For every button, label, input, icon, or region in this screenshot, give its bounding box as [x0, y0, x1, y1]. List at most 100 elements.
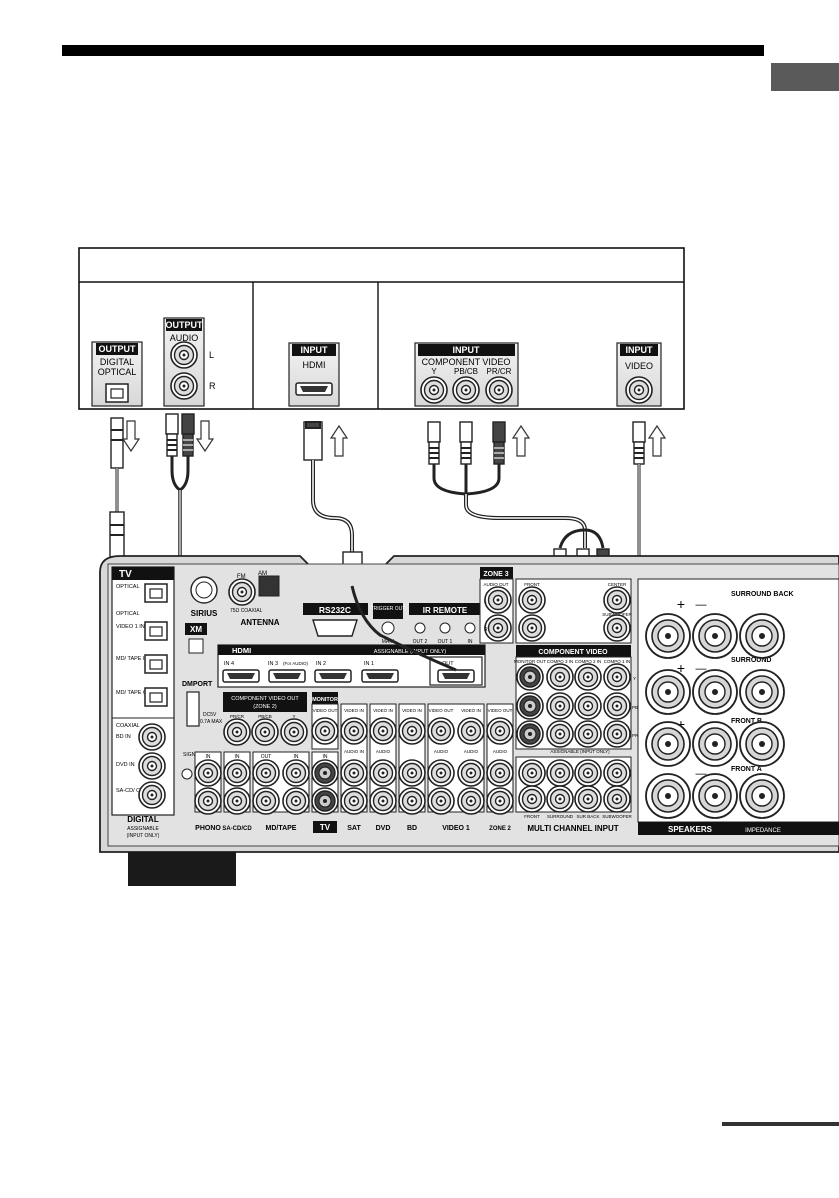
optical-port-icon: [105, 383, 129, 403]
speaker-terminal-icon: [692, 613, 738, 659]
mdtape-out: OUT: [261, 754, 272, 760]
receiver-video1-in-label: VIDEO 1 IN: [116, 624, 145, 630]
speaker-terminal-icon: [739, 613, 785, 659]
phono-label: PHONO: [195, 825, 221, 832]
rca-jack-icon: [457, 717, 485, 745]
tv-audio-header: OUTPUT: [166, 320, 204, 330]
rca-jack-icon: [516, 720, 544, 748]
dmport-label: DMPORT: [182, 681, 213, 688]
rca-jack-icon: [484, 586, 512, 614]
rca-jack-icon: [603, 586, 631, 614]
rca-jack-icon: [311, 717, 339, 745]
rca-jack-icon: [546, 663, 574, 691]
rca-jack-icon: [574, 720, 602, 748]
chapter-tab: [771, 63, 839, 91]
rca-jack-icon: [486, 759, 514, 787]
front-label: FRONT: [524, 582, 540, 587]
hdmi-assignable: ASSIGNABLE (INPUT ONLY): [374, 649, 447, 655]
rca-jack-icon: [398, 787, 426, 815]
hdmi-port-icon: [222, 669, 260, 683]
receiver-optical-label: OPTICAL: [116, 611, 140, 617]
coaxial-jack-icon: [138, 781, 166, 809]
fm-label: FM: [237, 574, 246, 580]
sp-surround-back: SURROUND BACK: [731, 591, 794, 598]
rca-jack-icon: [603, 692, 631, 720]
monitor-video-out: VIDEO OUT: [313, 708, 338, 713]
continued-marker: [722, 1122, 839, 1126]
video1-audio-out: AUDIO: [434, 749, 449, 754]
signal-arrows: [122, 420, 666, 457]
comp-out-pr: PR/CR: [230, 714, 245, 719]
sat-label: SAT: [347, 825, 361, 832]
tv-audio-r: R: [209, 381, 216, 391]
rca-jack-icon: [574, 759, 602, 787]
hdmi-title: HDMI: [232, 646, 251, 655]
rca-jack-icon: [194, 759, 222, 787]
tv-digital-line2: OPTICAL: [98, 367, 137, 377]
arrow-down-icon: [122, 420, 140, 452]
tv-video-label: VIDEO: [625, 361, 653, 371]
audio-r-jack-icon: [170, 372, 198, 400]
rca-jack-icon: [518, 785, 546, 813]
hdmi-port-icon: [268, 669, 306, 683]
rca-jack-icon: [252, 759, 280, 787]
sp-plus: +: [677, 716, 685, 732]
component-pr-jack-icon: [485, 376, 513, 404]
rca-jack-icon: [369, 759, 397, 787]
arrow-up-icon: [330, 425, 348, 457]
antenna-label: ANTENNA: [240, 618, 279, 627]
receiver-rear-panel: TV OPTICAL OPTICAL VIDEO 1 IN MD/ TAPE I…: [99, 555, 839, 886]
impedance-label: IMPEDANCE: [745, 828, 781, 834]
optical-port-icon: [144, 687, 168, 707]
rca-jack-icon: [574, 692, 602, 720]
phono-in: IN: [206, 754, 211, 760]
component-y-jack-icon: [420, 376, 448, 404]
section-rule: [62, 45, 764, 56]
control-section: RS232C TRIGGER OUT MAIN IR REMOTE OUT 2 …: [303, 603, 481, 645]
rca-jack-icon: [311, 787, 339, 815]
rca-jack-icon: [340, 759, 368, 787]
rca-jack-icon: [223, 787, 251, 815]
tv-component-y: Y: [431, 367, 437, 376]
rca-jack-icon: [518, 614, 546, 642]
rca-jack-icon: [457, 787, 485, 815]
receiver-mdtape-out-label: MD/ TAPE OUT: [116, 690, 155, 696]
speaker-terminal-icon: [739, 773, 785, 819]
sp-minus: —: [696, 663, 707, 675]
rca-jack-icon: [516, 663, 544, 691]
speaker-terminal-icon: [645, 721, 691, 767]
mdtape-label: MD/TAPE: [266, 825, 297, 832]
ir-out2: OUT 2: [413, 639, 428, 645]
rca-jack-icon: [427, 787, 455, 815]
sirius-section: SIRIUS FM 75Ω COAXIAL AM ANTENNA: [190, 571, 280, 627]
hdmi-out: OUT: [442, 661, 454, 667]
speakers-section: SURROUND BACK SURROUND FRONT B FRONT A +…: [637, 578, 839, 835]
receiver-tv-title: TV: [119, 569, 132, 580]
dvd-audio: AUDIO: [376, 749, 391, 754]
hdmi-in4: IN 4: [224, 661, 234, 667]
monitor-out-label: MONITOR OUT: [514, 659, 546, 664]
multichannel-upper: FRONT CENTER SUBWOOFER: [515, 578, 632, 644]
compo2-label: COMPO 2 IN: [575, 659, 602, 664]
dvd-video-in: VIDEO IN: [373, 708, 393, 713]
receiver-assignable-label: ASSIGNABLE: [127, 826, 159, 832]
rca-jack-icon: [603, 785, 631, 813]
xm-label: XM: [190, 625, 202, 634]
optical-port-icon: [144, 654, 168, 674]
rca-jack-icon: [546, 785, 574, 813]
sacd-in: IN: [235, 754, 240, 760]
sp-minus: —: [696, 599, 707, 611]
arrow-up-icon: [648, 425, 666, 457]
comp-out-pb: PB/CB: [258, 714, 272, 719]
tv-component-label: COMPONENT VIDEO: [422, 357, 511, 367]
rca-jack-icon: [574, 663, 602, 691]
rca-jack-icon: [282, 759, 310, 787]
tv-panel: OUTPUT DIGITAL OPTICAL OUTPUT AUDIO L R …: [78, 247, 685, 410]
tv-component-pb: PB/CB: [454, 367, 478, 376]
receiver-input-only-label: (INPUT ONLY): [127, 833, 160, 839]
receiver-sacd-in-label: SA-CD/ CD IN: [116, 788, 151, 794]
receiver-mdtape-in-label: MD/ TAPE IN: [116, 656, 149, 662]
tv-hdmi-header: INPUT: [301, 345, 329, 355]
rca-jack-icon: [484, 614, 512, 642]
sp-plus: +: [677, 596, 685, 612]
